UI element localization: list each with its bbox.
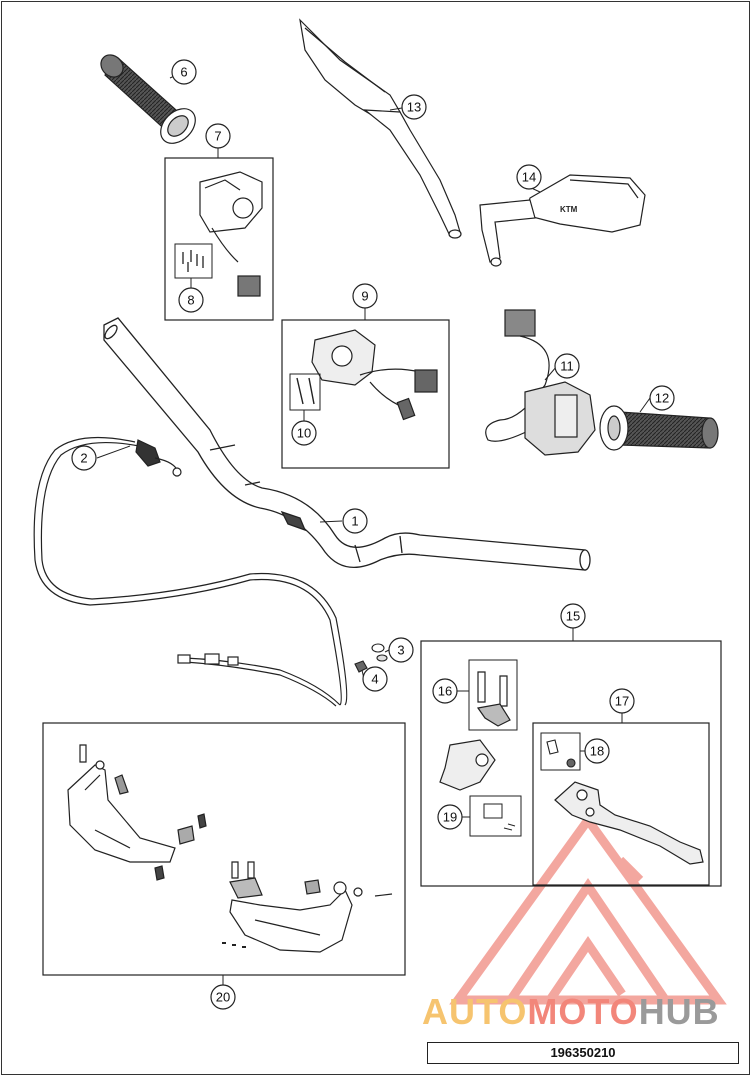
callout-label-4: 4 <box>371 672 378 687</box>
callout-8: 8 <box>178 287 204 313</box>
right-handguard <box>222 861 393 953</box>
callout-13: 13 <box>401 94 427 120</box>
kit-box-19 <box>469 795 522 837</box>
parts-16 <box>476 671 511 727</box>
callout-14: 14 <box>516 164 542 190</box>
left-mirror <box>299 18 462 239</box>
callout-label-15: 15 <box>566 609 580 624</box>
right-mirror: KTM <box>479 174 646 267</box>
screws-8 <box>182 250 204 272</box>
callout-17: 17 <box>609 688 635 714</box>
watermark-moto: MOTO <box>527 991 639 1032</box>
callout-label-17: 17 <box>615 694 629 709</box>
callout-label-7: 7 <box>214 129 221 144</box>
screws-10 <box>296 377 315 405</box>
callout-label-8: 8 <box>187 293 194 308</box>
callout-2: 2 <box>71 445 97 471</box>
left-grip <box>100 54 196 144</box>
callout-label-1: 1 <box>351 514 358 529</box>
right-switch-11 <box>485 309 596 456</box>
callout-9: 9 <box>352 283 378 309</box>
nut <box>354 660 368 673</box>
callout-20: 20 <box>210 984 236 1010</box>
callout-label-6: 6 <box>180 65 187 80</box>
screw-kit-box-10 <box>289 373 321 411</box>
callout-label-2: 2 <box>80 451 87 466</box>
callout-18: 18 <box>584 738 610 764</box>
callout-label-16: 16 <box>438 684 452 699</box>
screw-washer <box>371 643 388 662</box>
screw-kit-box-8 <box>174 243 213 279</box>
kit-box-16 <box>468 659 518 731</box>
parts-18 <box>546 739 576 768</box>
right-grip <box>599 405 719 451</box>
document-number: 196350210 <box>427 1042 739 1064</box>
kit-box-20 <box>42 722 406 976</box>
callout-label-14: 14 <box>522 170 536 185</box>
parts-19 <box>483 803 516 831</box>
kit-box-17 <box>532 722 710 886</box>
watermark-hub: HUB <box>638 991 720 1032</box>
callout-label-19: 19 <box>443 810 457 825</box>
watermark-wordmark: AUTOMOTOHUB <box>422 992 720 1032</box>
kit-box-15 <box>420 640 722 887</box>
callout-3: 3 <box>388 637 414 663</box>
left-switch <box>199 171 263 297</box>
callout-6: 6 <box>171 59 197 85</box>
callout-1: 1 <box>342 508 368 534</box>
clutch-lever <box>554 781 704 865</box>
callout-label-20: 20 <box>216 990 230 1005</box>
callout-4: 4 <box>362 666 388 692</box>
callout-label-12: 12 <box>655 391 669 406</box>
mirror-logo-text: KTM <box>560 205 578 214</box>
watermark-auto: AUTO <box>422 991 528 1032</box>
callout-12: 12 <box>649 385 675 411</box>
callout-16: 16 <box>432 678 458 704</box>
callout-label-10: 10 <box>297 426 311 441</box>
callout-19: 19 <box>437 804 463 830</box>
handlebar <box>103 317 591 571</box>
kit-box-7 <box>164 157 274 321</box>
callout-7: 7 <box>205 123 231 149</box>
callout-label-3: 3 <box>397 643 404 658</box>
lever-clamp <box>439 739 496 791</box>
callout-label-11: 11 <box>560 359 574 374</box>
callout-label-13: 13 <box>407 100 421 115</box>
callout-label-9: 9 <box>361 289 368 304</box>
right-switch-9 <box>311 329 438 421</box>
callout-15: 15 <box>560 603 586 629</box>
callout-10: 10 <box>291 420 317 446</box>
throttle-cable <box>33 436 348 707</box>
callout-label-18: 18 <box>590 744 604 759</box>
callout-11: 11 <box>554 353 580 379</box>
left-handguard <box>67 744 207 881</box>
